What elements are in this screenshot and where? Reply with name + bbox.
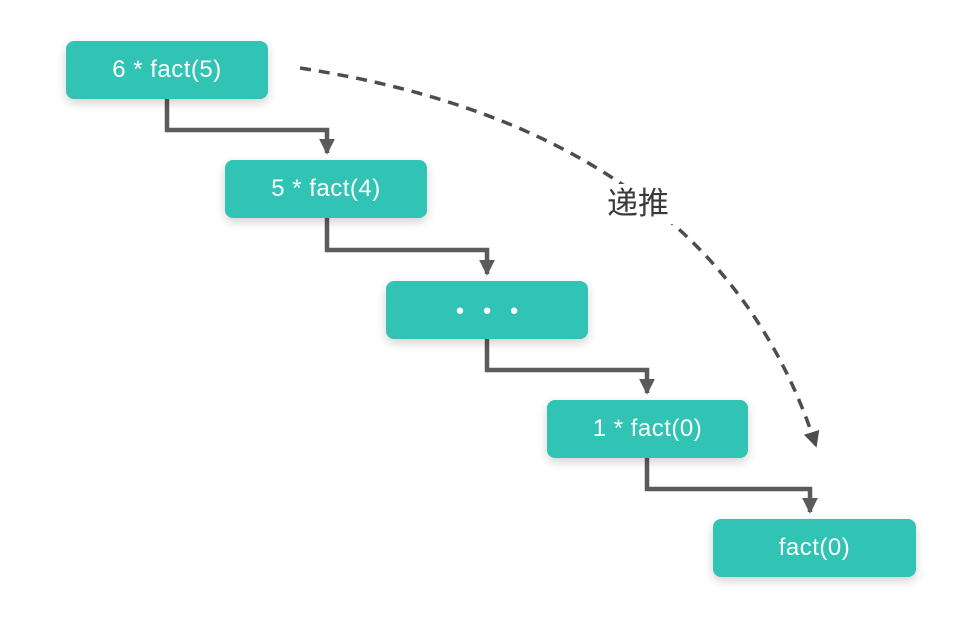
elbow-connector-2	[324, 218, 495, 276]
node-6-times-fact-5: 6 * fact(5)	[66, 41, 268, 99]
node-1-times-fact-0: 1 * fact(0)	[547, 400, 748, 458]
elbow-connector-3	[484, 339, 655, 395]
recursion-dashed-arrow	[299, 66, 820, 448]
node-5-times-fact-4: 5 * fact(4)	[225, 160, 427, 218]
node-label: 6 * fact(5)	[112, 56, 222, 83]
elbow-connector-4	[644, 458, 818, 514]
elbow-connector-1	[164, 99, 335, 155]
node-fact-0: fact(0)	[713, 519, 916, 577]
recursion-label: 递推	[602, 184, 674, 224]
node-label: fact(0)	[778, 534, 851, 561]
node-label: 5 * fact(4)	[271, 175, 381, 202]
ellipsis-dots-icon: ●●●	[455, 301, 537, 319]
node-label: 1 * fact(0)	[592, 415, 703, 442]
node-ellipsis: ●●●	[386, 281, 588, 339]
